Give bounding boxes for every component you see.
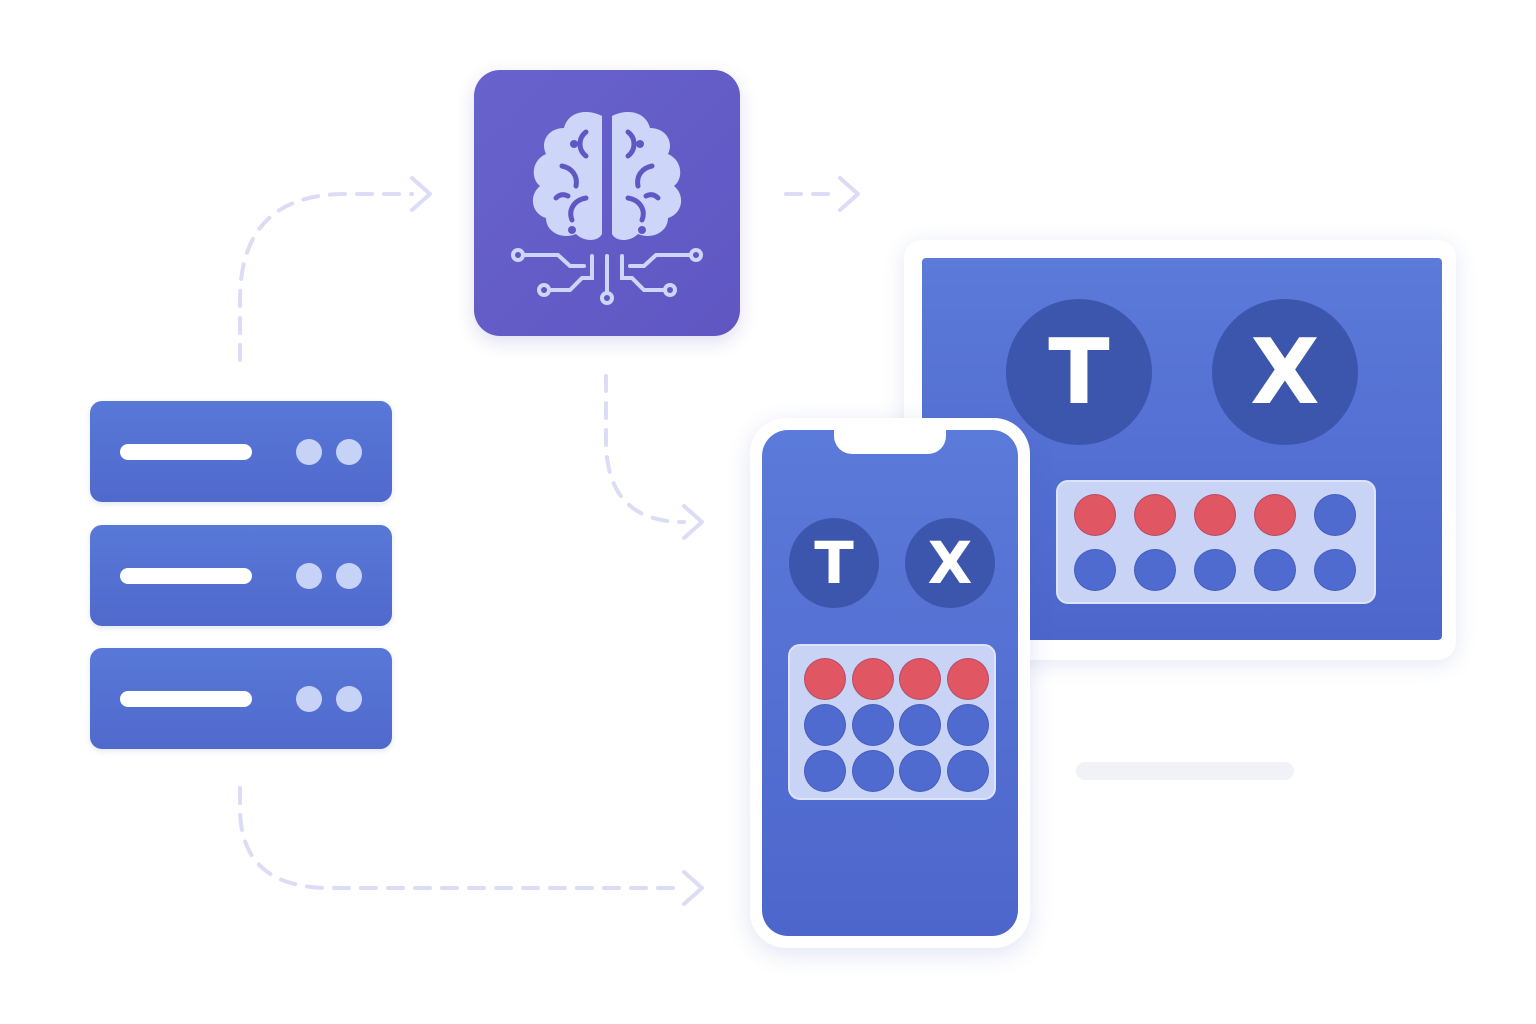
desktop-dot-blue <box>1134 549 1176 591</box>
desktop-dot-red <box>1074 494 1116 536</box>
phone-dot-red <box>946 658 989 700</box>
phone-screen: T X <box>762 430 1018 936</box>
phone-dot-blue <box>946 704 989 746</box>
phone-dot-red <box>804 658 846 700</box>
desktop-dot-blue <box>1074 549 1116 591</box>
server-unit <box>90 648 392 749</box>
arrowhead-ai-to-desktop <box>838 176 860 212</box>
server-slot <box>120 691 252 707</box>
server-status-light <box>296 439 322 465</box>
desktop-dot-panel <box>1056 480 1376 604</box>
desktop-dot-red <box>1134 494 1176 536</box>
phone-dot-blue <box>899 750 941 792</box>
phone-dot-blue <box>899 704 941 746</box>
server-slot <box>120 444 252 460</box>
server-slot <box>120 568 252 584</box>
desktop-dot-blue <box>1254 549 1296 591</box>
server-status-light <box>336 439 362 465</box>
server-status-light <box>296 686 322 712</box>
arrow-server-to-ai <box>238 192 414 362</box>
phone-notch <box>834 430 946 454</box>
arrowhead-server-to-ai <box>410 176 432 212</box>
server-status-light <box>336 686 362 712</box>
desktop-dot-red <box>1254 494 1296 536</box>
phone-dot-blue <box>946 750 989 792</box>
desktop-dot-blue <box>1194 549 1236 591</box>
monitor-stand <box>1076 762 1294 780</box>
server-status-light <box>296 563 322 589</box>
phone-badge-t: T <box>789 518 879 608</box>
phone-dot-red <box>851 658 894 700</box>
desktop-badge-x: X <box>1212 299 1358 445</box>
ai-model-tile <box>474 70 740 336</box>
phone-dot-red <box>899 658 941 700</box>
server-status-light <box>336 563 362 589</box>
brain-circuit-icon <box>511 112 703 305</box>
desktop-badge-t: T <box>1006 299 1152 445</box>
phone-dot-panel <box>788 644 996 800</box>
desktop-dot-red <box>1194 494 1236 536</box>
desktop-dot-blue <box>1314 494 1356 536</box>
phone-dot-blue <box>851 750 894 792</box>
phone-dot-blue <box>851 704 894 746</box>
phone-dot-blue <box>804 704 846 746</box>
smartphone-icon: T X <box>750 418 1030 948</box>
phone-badge-x: X <box>905 518 995 608</box>
arrow-ai-to-phone <box>604 374 686 524</box>
phone-dot-blue <box>804 750 846 792</box>
arrowhead-server-to-phone <box>682 870 704 906</box>
server-unit <box>90 401 392 502</box>
desktop-dot-blue <box>1314 549 1356 591</box>
arrowhead-ai-to-phone <box>682 504 704 540</box>
arrow-server-to-phone <box>238 786 686 890</box>
server-unit <box>90 525 392 626</box>
